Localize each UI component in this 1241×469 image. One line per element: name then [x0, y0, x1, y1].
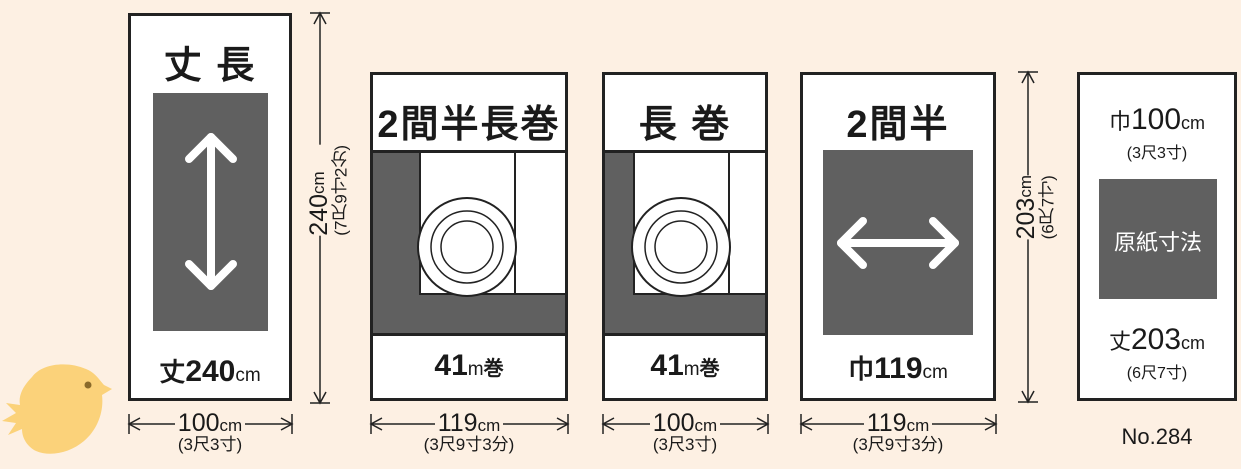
panel-original-size: 巾100cm (3尺3寸) 原紙寸法 丈203cm (6尺7寸): [1077, 72, 1237, 401]
product-number: No.284: [1121, 424, 1193, 449]
width-label-panel-4: 119cm (3尺9寸3分): [852, 409, 944, 455]
panel-title: 丈 長: [163, 45, 257, 87]
panel-2ken-nagamaki: 2間半長巻 41m巻: [370, 72, 568, 401]
reference-width: 巾100cm: [1108, 103, 1206, 136]
reference-box: [1099, 179, 1217, 299]
panel-tatenaga: 丈 長 丈240cm: [128, 13, 292, 401]
panel-title: 2間半: [846, 104, 950, 146]
reference-width-sub: (3尺3寸): [1126, 145, 1188, 162]
vertical-double-arrow-icon: [185, 133, 237, 290]
horizontal-double-arrow-icon: [837, 217, 959, 269]
roll-icon: [417, 197, 517, 297]
bird-icon: [2, 364, 112, 454]
width-label-panel-3: 100cm (3尺3寸): [635, 410, 735, 454]
reference-height: 丈203cm: [1108, 323, 1206, 356]
panel-2kenhan: 2間半 巾119cm: [800, 72, 996, 401]
reference-height-sub: (6尺7寸): [1126, 365, 1188, 382]
panel-size-label: 丈240cm: [159, 355, 261, 388]
panel-title: 2間半長巻: [377, 104, 561, 146]
panel-size-label: 41m巻: [434, 349, 504, 382]
reference-box-label: 原紙寸法: [1113, 230, 1202, 255]
roll-icon: [631, 197, 731, 297]
panel-title: 長 巻: [638, 104, 732, 146]
width-label-panel-1: 100cm (3尺3寸): [160, 410, 260, 454]
panel-size-label: 41m巻: [650, 349, 720, 382]
panel-nagamaki: 長 巻 41m巻: [602, 72, 768, 401]
width-label-panel-2: 119cm (3尺9寸3分): [423, 409, 515, 455]
panel-size-label: 巾119cm: [848, 352, 948, 385]
